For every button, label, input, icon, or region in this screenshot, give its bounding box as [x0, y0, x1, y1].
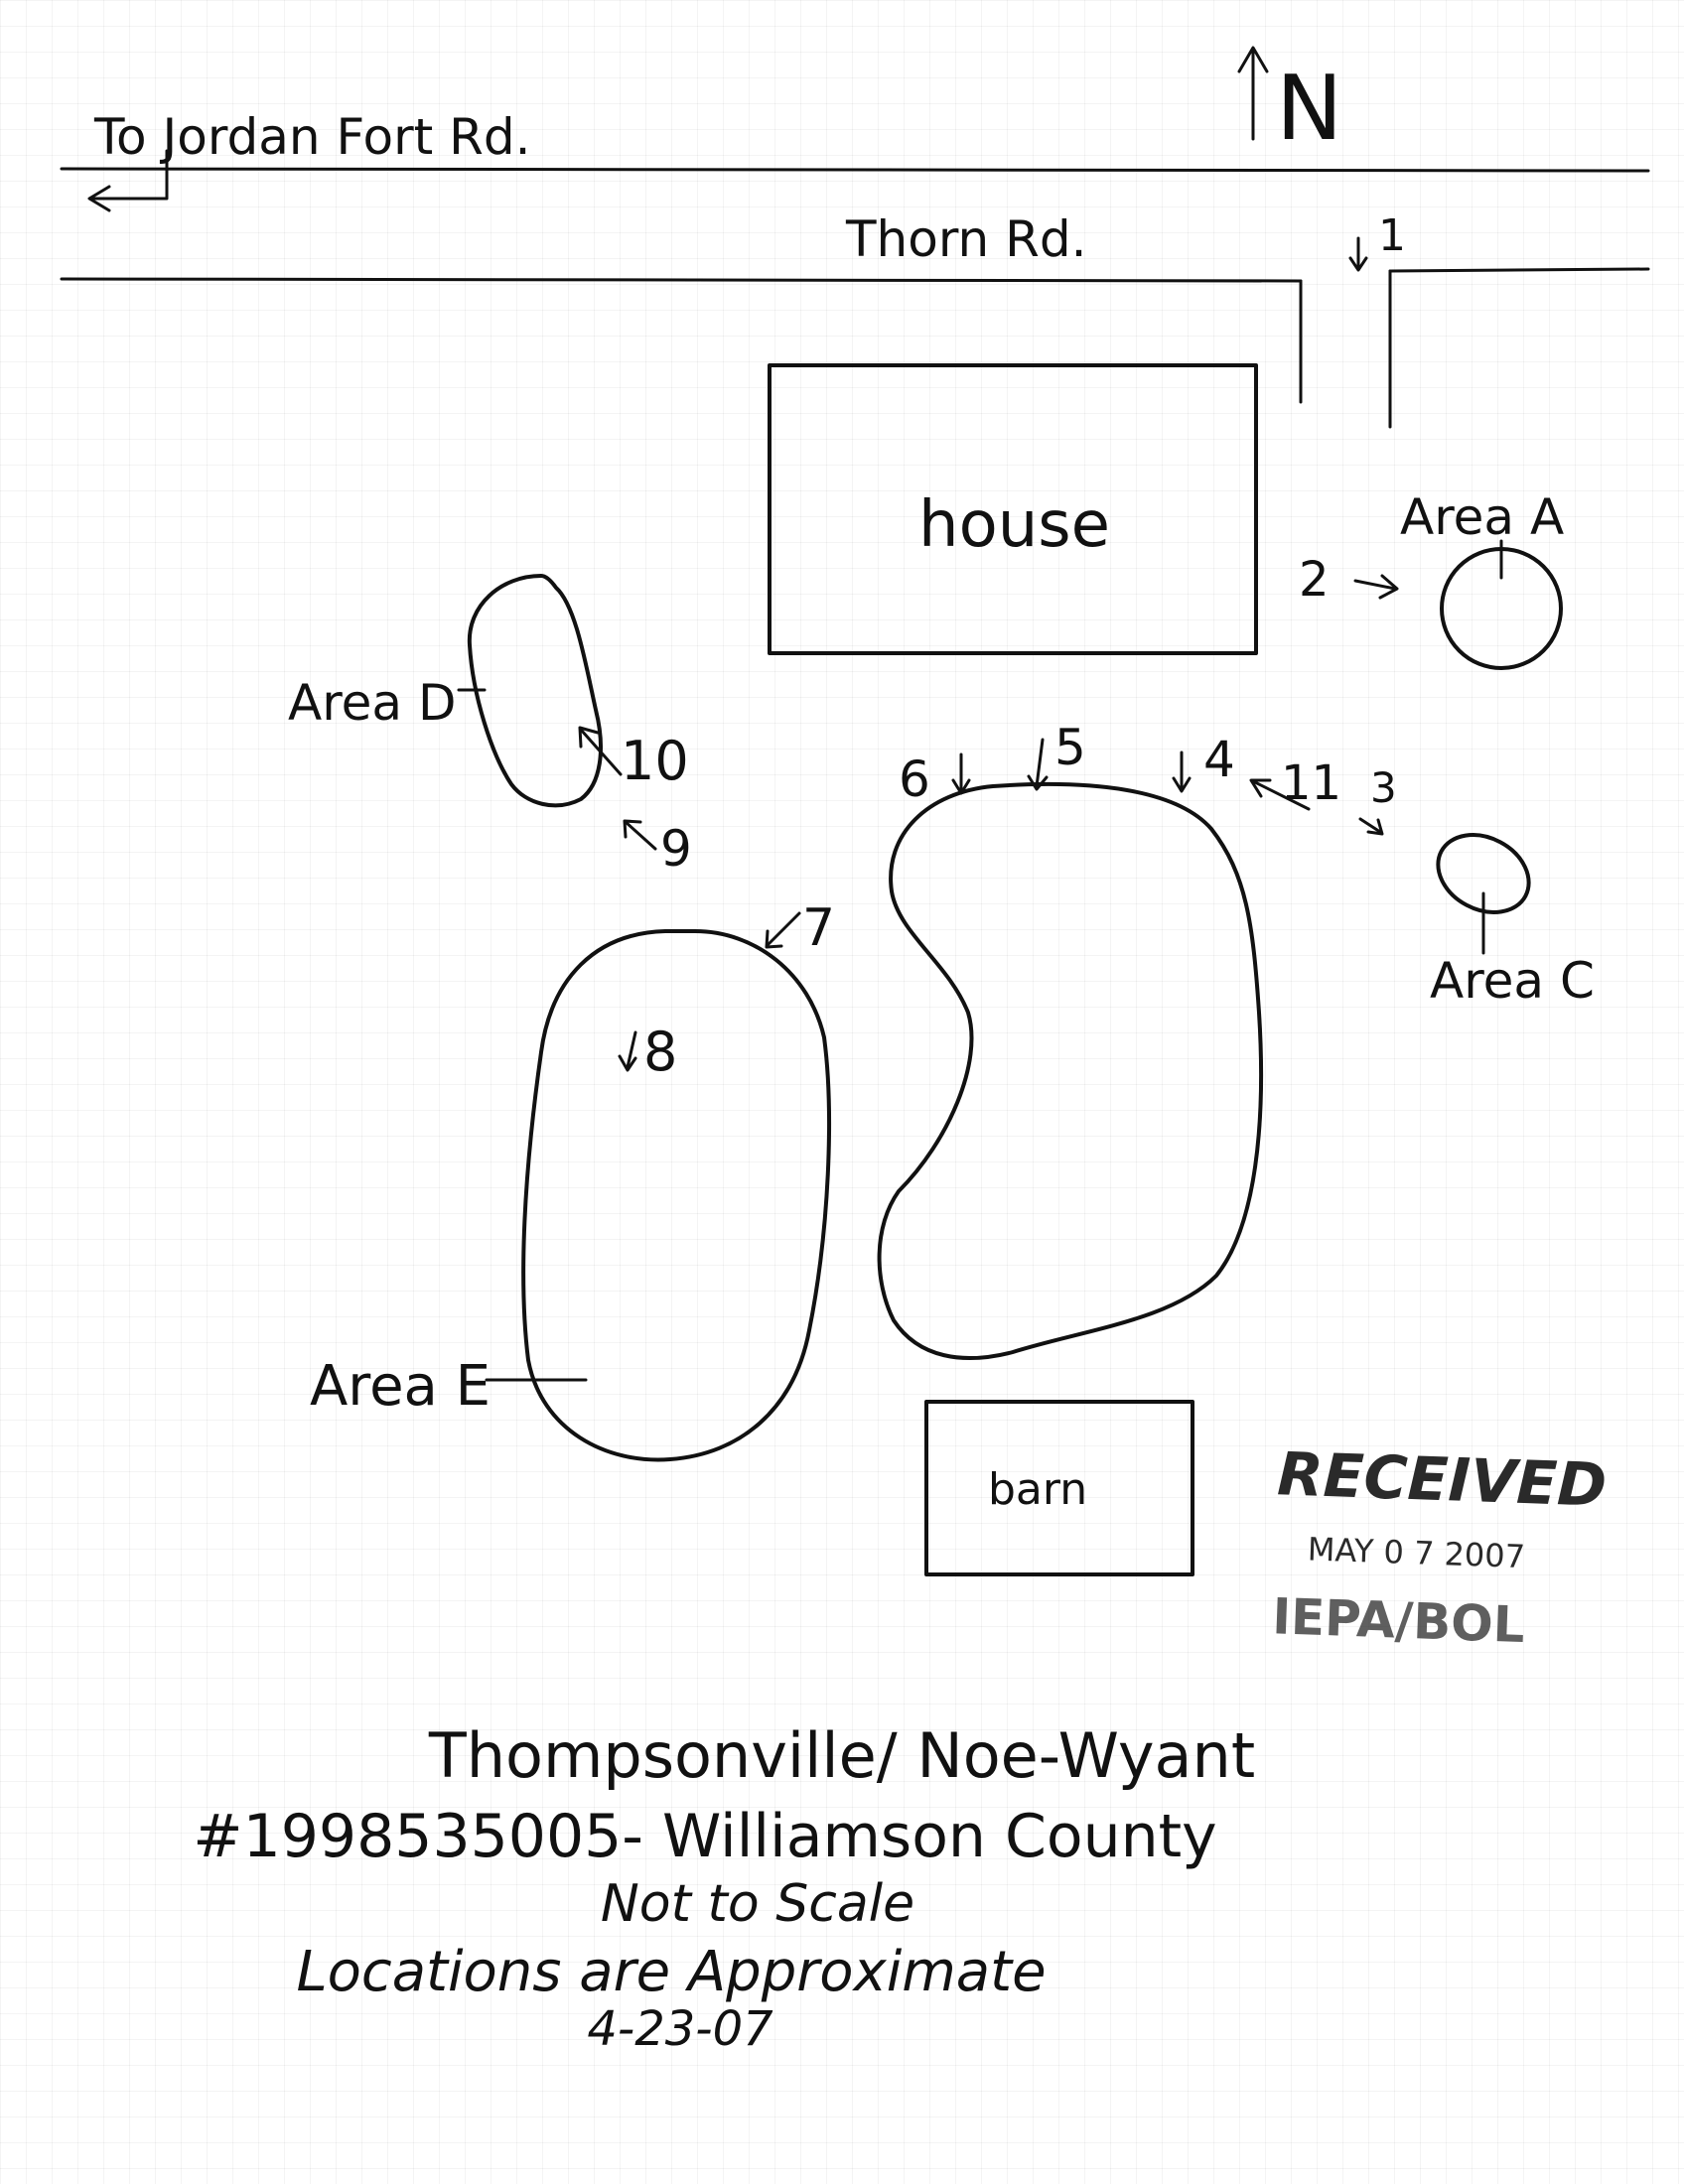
photo-point-8: 8: [643, 1021, 677, 1083]
photo-point-7: 7: [802, 898, 835, 958]
area-e-outline: [521, 929, 831, 1462]
barn-label: barn: [988, 1464, 1087, 1515]
photo-point-11: 11: [1281, 755, 1341, 811]
photo-point-5: 5: [1054, 719, 1086, 776]
photo-point-3: 3: [1370, 763, 1397, 812]
photo-point-2: 2: [1299, 552, 1330, 608]
road-direction-label: To Jordan Fort Rd.: [93, 108, 531, 166]
thorn-road: [60, 167, 1650, 429]
photo-point-4: 4: [1203, 731, 1235, 788]
received-stamp: RECEIVED MAY 0 7 2007 IEPA/BOL: [1271, 1439, 1608, 1654]
caption-location-note: Locations are Approximate: [296, 1940, 1046, 2004]
barn-outline: [924, 1400, 1194, 1576]
area-d-label: Area D: [288, 674, 456, 732]
caption-site-name: Thompsonville/ Noe-Wyant: [428, 1719, 1255, 1792]
photo-point-1: 1: [1378, 210, 1406, 261]
area-a-label: Area A: [1400, 488, 1564, 546]
caption-block: Thompsonville/ Noe-Wyant #1998535005- Wi…: [193, 1719, 1255, 2057]
area-c-label: Area C: [1430, 952, 1595, 1010]
kidney-area-outline: [877, 781, 1264, 1360]
stamp-date: MAY 0 7 2007: [1307, 1530, 1525, 1575]
area-e-label: Area E: [310, 1354, 491, 1419]
west-arrow-icon: [87, 149, 169, 212]
photo-point-9: 9: [660, 820, 692, 878]
photo-point-arrows: [578, 236, 1399, 1072]
house-outline: [768, 363, 1258, 655]
photo-point-6: 6: [899, 751, 930, 808]
area-c-outline: [1436, 833, 1531, 914]
caption-scale-note: Not to Scale: [601, 1874, 914, 1934]
north-label: N: [1276, 57, 1342, 161]
north-arrow-icon: [1237, 46, 1269, 141]
stamp-office: IEPA/BOL: [1271, 1587, 1525, 1654]
area-d-outline: [467, 574, 603, 808]
stamp-title: RECEIVED: [1276, 1439, 1608, 1521]
caption-date: 4-23-07: [587, 2001, 773, 2057]
caption-site-id: #1998535005- Williamson County: [193, 1802, 1216, 1871]
road-name-label: Thorn Rd.: [845, 210, 1086, 268]
photo-point-10: 10: [621, 730, 689, 792]
house-label: house: [918, 488, 1110, 562]
